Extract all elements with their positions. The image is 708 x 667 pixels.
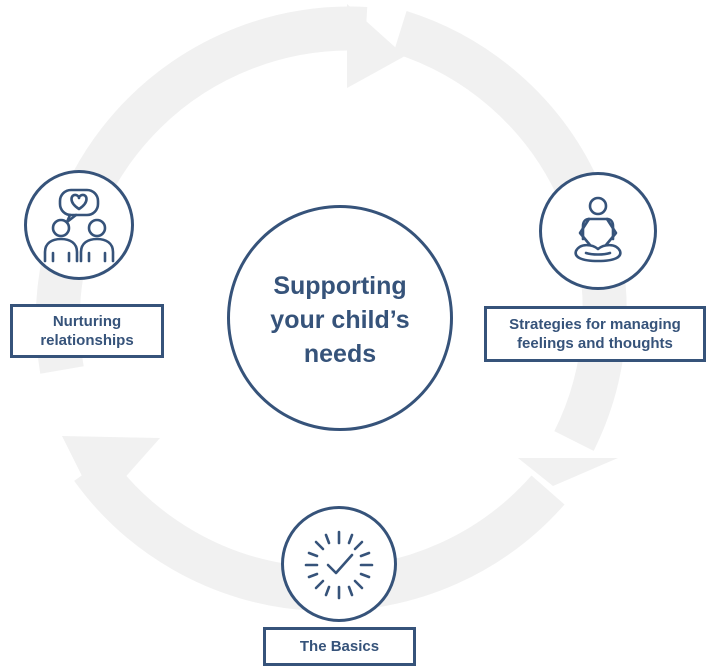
node-label-right-line-2: feelings and thoughts: [517, 335, 673, 352]
node-label-the-basics: The Basics: [263, 627, 416, 666]
node-label-nurturing-relationships: Nurturing relationships: [10, 304, 164, 358]
cycle-arrowhead-right: [518, 458, 618, 486]
node-label-strategies: Strategies for managing feelings and tho…: [484, 306, 706, 362]
node-label-left-line-1: Nurturing: [52, 313, 122, 330]
center-circle: Supporting your child’s needs: [227, 205, 453, 431]
center-title-line-3: needs: [303, 340, 377, 368]
meditation-icon: [539, 172, 657, 290]
node-label-left-line-2: relationships: [40, 332, 134, 349]
cycle-arc-top: [35, 6, 368, 374]
cycle-arrowhead-left: [62, 436, 160, 508]
center-title: Supporting your child’s needs: [270, 269, 409, 371]
cycle-arrowhead-top: [347, 4, 405, 88]
checkmark-sparkle-icon: [281, 506, 397, 622]
center-title-line-2: your child’s: [270, 306, 410, 334]
center-title-line-1: Supporting: [273, 272, 407, 300]
node-label-bottom-text: The Basics: [299, 638, 380, 655]
node-label-right-line-1: Strategies for managing: [509, 316, 681, 333]
relationship-heart-icon: [24, 170, 134, 280]
